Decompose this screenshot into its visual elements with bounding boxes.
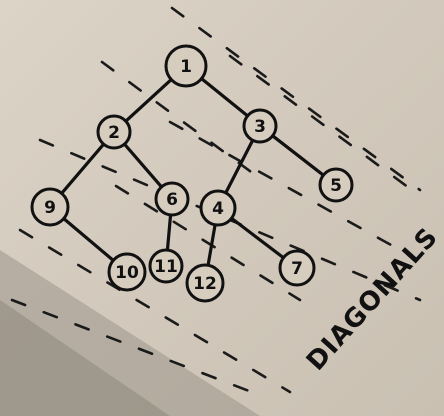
tree-edge-4-7 xyxy=(229,216,286,260)
node-circle xyxy=(185,263,225,303)
tree-node-3: 3 xyxy=(242,108,278,144)
node-circle xyxy=(107,252,147,292)
tree-edge-6-11 xyxy=(165,213,173,252)
node-label: 7 xyxy=(291,259,303,279)
tree-edge-1-3 xyxy=(199,76,250,118)
node-label: 10 xyxy=(115,263,139,283)
tree-edge-3-5 xyxy=(271,134,325,177)
diagonal-dash-line xyxy=(100,60,264,182)
tree-node-2: 2 xyxy=(96,114,132,150)
node-label: 4 xyxy=(212,199,224,219)
tree-edge-2-9 xyxy=(60,142,106,195)
node-label: 1 xyxy=(180,57,192,77)
node-label: 9 xyxy=(44,198,56,218)
node-label: 5 xyxy=(330,176,342,196)
tree-node-7: 7 xyxy=(278,249,316,287)
node-label: 6 xyxy=(166,190,178,210)
tree-edge-4-12 xyxy=(206,223,217,267)
diagonal-dash-line xyxy=(114,184,302,302)
node-circle xyxy=(199,189,237,227)
diagonals-caption: DIAGONALS xyxy=(301,222,444,377)
node-label: 2 xyxy=(108,123,120,143)
diagonal-dash-line xyxy=(10,298,264,398)
tree-edge-3-4 xyxy=(224,138,255,195)
tree-edges xyxy=(60,76,325,267)
node-circle xyxy=(278,249,316,287)
tree-node-12: 12 xyxy=(185,263,225,303)
node-label: 12 xyxy=(193,274,217,294)
node-circle xyxy=(96,114,132,150)
tree-edge-9-10 xyxy=(62,217,115,262)
tree-edge-1-2 xyxy=(124,77,173,123)
tree-node-9: 9 xyxy=(30,187,70,227)
tree-node-1: 1 xyxy=(164,44,208,88)
tree-node-5: 5 xyxy=(318,167,354,203)
tree-node-10: 10 xyxy=(107,252,147,292)
tree-edge-2-6 xyxy=(122,142,164,189)
diagonal-dash-line xyxy=(168,120,402,252)
tree-node-11: 11 xyxy=(148,248,184,284)
node-circle xyxy=(318,167,354,203)
node-circle xyxy=(30,187,70,227)
node-label: 3 xyxy=(254,117,266,137)
node-circle xyxy=(164,44,208,88)
tree-node-6: 6 xyxy=(154,181,190,217)
node-label: 11 xyxy=(154,257,178,277)
tree-node-4: 4 xyxy=(199,189,237,227)
node-circle xyxy=(154,181,190,217)
diagonal-dash-line xyxy=(170,6,422,192)
node-circle xyxy=(242,108,278,144)
diagonal-dash-line xyxy=(228,54,422,198)
node-circle xyxy=(148,248,184,284)
